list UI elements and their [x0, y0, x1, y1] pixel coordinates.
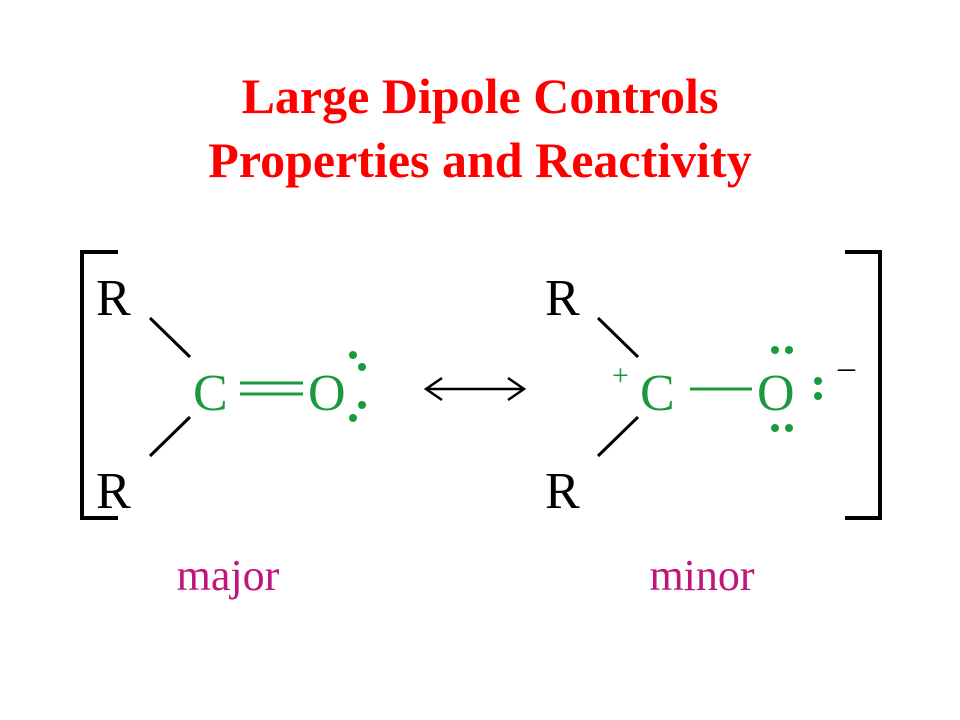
minor-carbon: C — [640, 365, 675, 422]
double-headed-arrow-icon — [423, 376, 527, 402]
minor-bond-r-top — [596, 316, 640, 359]
title-line-1: Large Dipole Controls — [241, 68, 719, 124]
major-oxygen-lone-pairs — [349, 351, 366, 422]
major-label: major — [177, 551, 280, 600]
major-r-top: R — [96, 270, 131, 327]
right-bracket — [845, 250, 882, 520]
minor-plus-charge: + — [612, 359, 629, 392]
minor-r-top: R — [545, 270, 580, 327]
minor-label: minor — [649, 551, 754, 600]
major-r-bottom: R — [96, 463, 131, 520]
minor-minus-charge: – — [837, 349, 856, 386]
minor-r-bottom: R — [545, 463, 580, 520]
minor-bond-r-bottom — [596, 415, 640, 458]
minor-oxygen-lone-pairs — [771, 346, 822, 432]
title-line-2: Properties and Reactivity — [208, 132, 752, 188]
major-bond-r-top — [148, 316, 192, 359]
major-oxygen: O — [308, 365, 346, 422]
major-bond-r-bottom — [148, 415, 192, 458]
left-bracket — [80, 250, 118, 520]
major-carbon: C — [193, 365, 228, 422]
minor-oxygen: O — [757, 365, 795, 422]
